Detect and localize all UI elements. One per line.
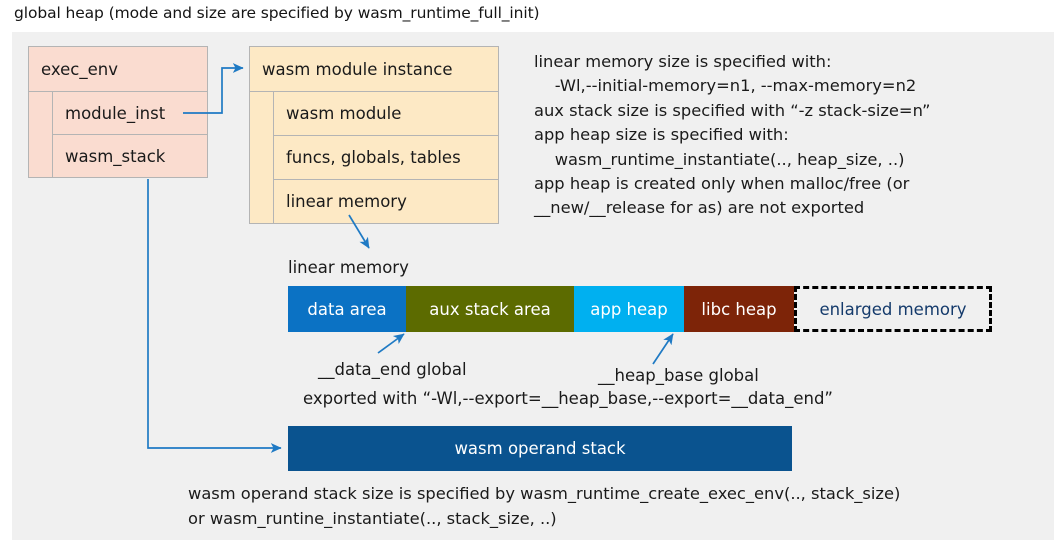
- module-instance-header: wasm module instance: [249, 46, 499, 92]
- memory-sizing-notes: linear memory size is specified with: -W…: [534, 52, 931, 218]
- module-instance-row-funcs-globals-tables-label: funcs, globals, tables: [286, 148, 461, 167]
- wasm-operand-stack-box: wasm operand stack: [288, 426, 792, 471]
- linear-memory-caption: linear memory: [288, 258, 409, 277]
- memory-segment-enlarged-memory: enlarged memory: [794, 286, 992, 332]
- exec-env-header: exec_env: [28, 46, 208, 92]
- memory-segment-label: enlarged memory: [819, 299, 967, 319]
- module-instance-row-wasm-module-label: wasm module: [286, 104, 402, 123]
- memory-segment-label: data area: [307, 299, 387, 319]
- module-instance-row-linear-memory: linear memory: [273, 179, 499, 224]
- exec-env-gutter: [28, 91, 53, 178]
- memory-segment-label: libc heap: [701, 299, 777, 319]
- memory-segment-libc-heap: libc heap: [684, 286, 794, 332]
- diagram-title: global heap (mode and size are specified…: [14, 4, 540, 22]
- memory-segment-label: aux stack area: [429, 299, 551, 319]
- memory-segment-data-area: data area: [288, 286, 406, 332]
- linear-memory-bar: data area aux stack area app heap libc heap…: [288, 286, 992, 332]
- module-instance-row-linear-memory-label: linear memory: [286, 192, 407, 211]
- exec-env-row-wasm-stack-label: wasm_stack: [65, 146, 166, 166]
- exec-env-row-module-inst-label: module_inst: [65, 103, 166, 123]
- exec-env-row-wasm-stack: wasm_stack: [52, 134, 208, 178]
- memory-segment-aux-stack-area: aux stack area: [406, 286, 574, 332]
- exec-env-row-module-inst: module_inst: [52, 91, 208, 135]
- module-instance-row-wasm-module: wasm module: [273, 91, 499, 136]
- exported-symbols-annotation: exported with “-Wl,--export=__heap_base,…: [303, 389, 833, 408]
- memory-segment-app-heap: app heap: [574, 286, 684, 332]
- data-end-annotation: __data_end global: [318, 360, 467, 379]
- module-instance-gutter: [249, 91, 274, 224]
- memory-segment-label: app heap: [590, 299, 668, 319]
- module-instance-header-label: wasm module instance: [262, 59, 453, 79]
- operand-stack-notes: wasm operand stack size is specified by …: [188, 484, 901, 528]
- wasm-operand-stack-label: wasm operand stack: [454, 439, 626, 458]
- exec-env-header-label: exec_env: [41, 59, 118, 79]
- heap-base-annotation: __heap_base global: [598, 366, 759, 385]
- module-instance-row-funcs-globals-tables: funcs, globals, tables: [273, 135, 499, 180]
